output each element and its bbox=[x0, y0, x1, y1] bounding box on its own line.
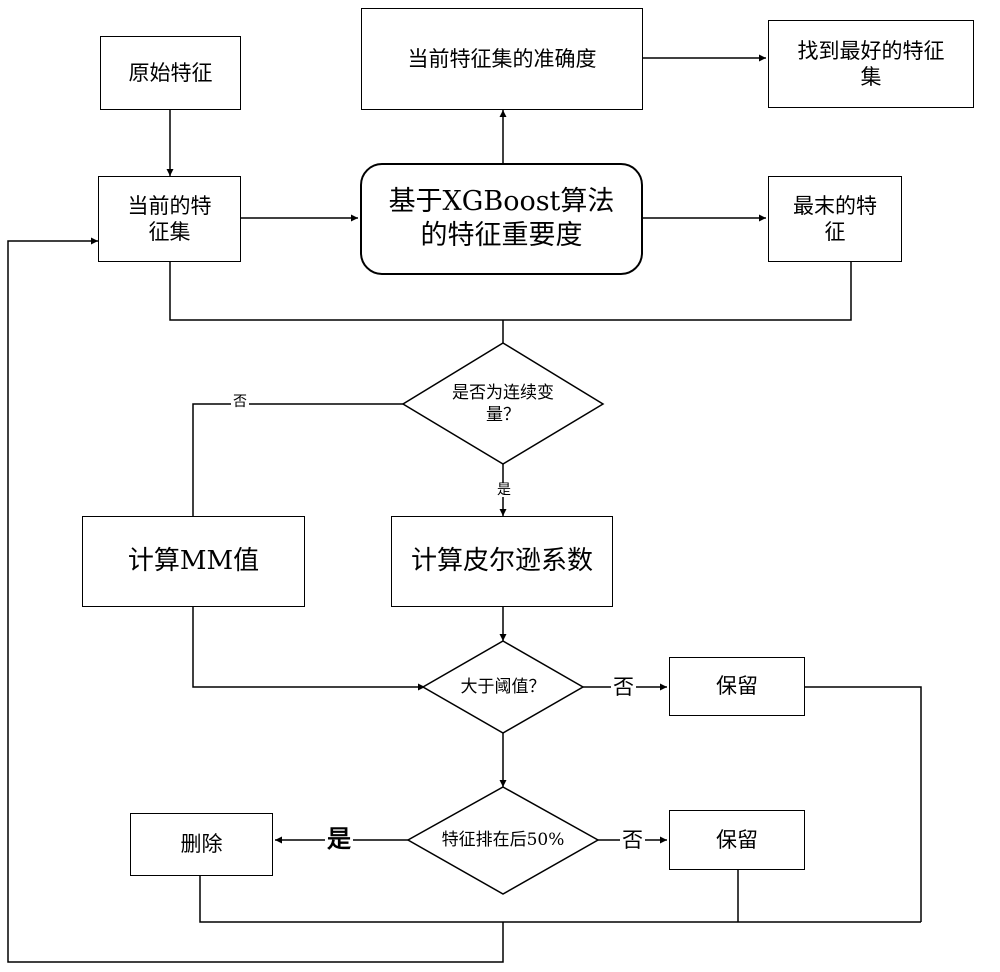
edge-label-rank-yes: 是 bbox=[325, 824, 353, 853]
edge-merge-bracket bbox=[169, 262, 852, 321]
decision-threshold-shape bbox=[421, 640, 585, 734]
edge-retain1-out bbox=[805, 686, 922, 922]
retain-label-1: 保留 bbox=[716, 674, 758, 699]
accuracy-node: 当前特征集的准确度 bbox=[361, 8, 643, 110]
edge-label-threshold-no: 否 bbox=[611, 675, 636, 699]
accuracy-label: 当前特征集的准确度 bbox=[407, 46, 597, 71]
calc-pearson-node: 计算皮尔逊系数 bbox=[391, 516, 613, 607]
decision-continuous-label: 是否为连续变 量？ bbox=[452, 382, 554, 425]
current-feature-set-label: 当前的特 征集 bbox=[127, 193, 212, 244]
calc-mm-node: 计算MM值 bbox=[82, 516, 305, 607]
best-feature-set-label: 找到最好的特征 集 bbox=[797, 38, 945, 89]
edge-bottom-collector bbox=[199, 876, 921, 923]
original-features-node: 原始特征 bbox=[100, 36, 241, 110]
xgboost-importance-label: 基于XGBoost算法 的特征重要度 bbox=[388, 186, 615, 251]
best-feature-set-node: 找到最好的特征 集 bbox=[768, 20, 974, 108]
calc-pearson-label: 计算皮尔逊系数 bbox=[410, 546, 593, 577]
edge-label-rank-no: 否 bbox=[620, 828, 645, 852]
delete-node: 删除 bbox=[130, 813, 273, 876]
edge-loop-back bbox=[7, 237, 504, 963]
retain-node-1: 保留 bbox=[669, 657, 805, 716]
original-features-label: 原始特征 bbox=[128, 60, 213, 85]
edge-mm-to-threshold bbox=[192, 607, 425, 691]
final-features-label: 最末的特 征 bbox=[793, 193, 877, 244]
edge-label-continuous-no: 否 bbox=[231, 394, 249, 410]
edge-continuous-no bbox=[192, 403, 403, 516]
calc-mm-label: 计算MM值 bbox=[127, 546, 260, 577]
decision-rank-label: 特征排在后50% bbox=[441, 829, 565, 850]
delete-label: 删除 bbox=[180, 832, 223, 857]
retain-node-2: 保留 bbox=[669, 810, 805, 870]
decision-rank-shape bbox=[406, 786, 600, 895]
decision-continuous-shape bbox=[401, 342, 605, 465]
final-features-node: 最末的特 征 bbox=[768, 176, 902, 262]
xgboost-importance-node: 基于XGBoost算法 的特征重要度 bbox=[360, 163, 643, 275]
edge-label-continuous-yes: 是 bbox=[495, 482, 513, 498]
current-feature-set-node: 当前的特 征集 bbox=[98, 176, 241, 262]
decision-threshold-label: 大于阈值？ bbox=[460, 676, 546, 697]
retain-label-2: 保留 bbox=[716, 827, 758, 852]
